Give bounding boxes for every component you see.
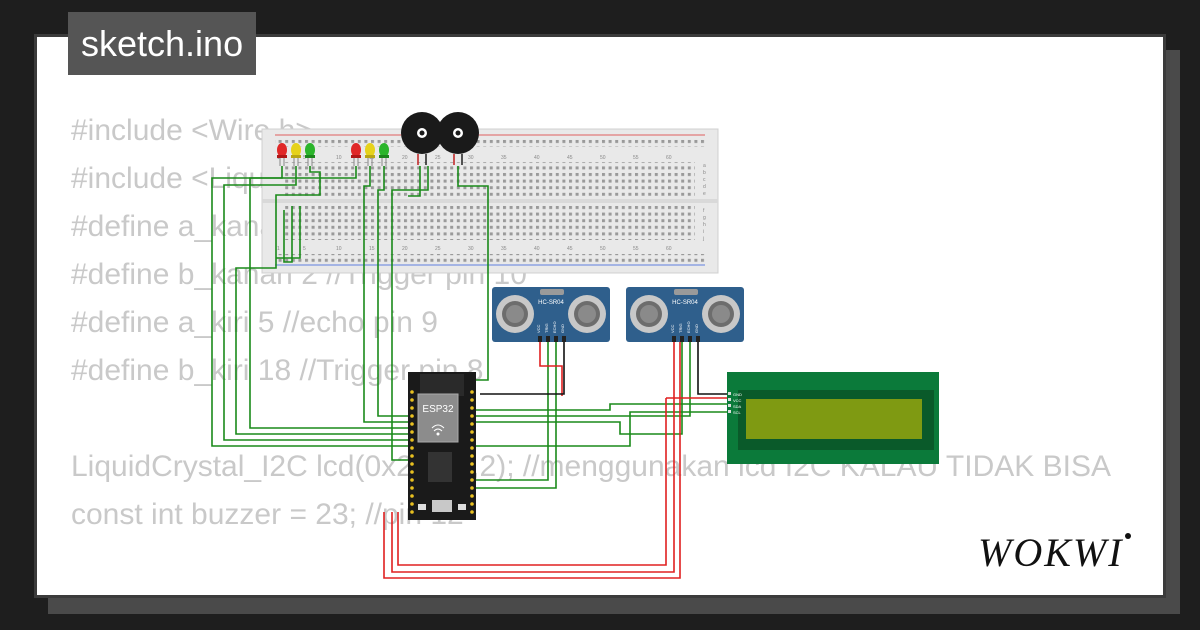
breadboard-col-label: 25 [435, 246, 441, 252]
breadboard-col-label: 20 [402, 246, 408, 252]
breadboard-row-label: f [703, 208, 705, 214]
wokwi-logo: WOKWI [978, 528, 1150, 581]
sensor-pin-label: GND [560, 324, 565, 333]
sensor-pin-label: TRIG [678, 323, 683, 333]
breadboard-col-label: 30 [468, 155, 474, 161]
breadboard-row-label: d [703, 184, 706, 190]
power-wires[interactable] [383, 342, 730, 579]
ultrasonic-sensor-2[interactable]: HC-SR04 VCC TRIG ECHO GND [626, 287, 744, 342]
breadboard-col-label: 35 [501, 246, 507, 252]
breadboard-row-label: j [702, 236, 704, 242]
breadboard-col-label: 50 [600, 155, 606, 161]
breadboard-col-label: 10 [336, 246, 342, 252]
breadboard-col-label: 45 [567, 246, 573, 252]
sensor-label: HC-SR04 [538, 300, 564, 306]
buzzer-left[interactable] [401, 112, 443, 165]
breadboard-col-label: 55 [633, 246, 639, 252]
code-line: #define a_kiri 5 //echo pin 9 [71, 306, 438, 339]
sensor-label: HC-SR04 [672, 300, 698, 306]
sensor-pin-label: GND [694, 324, 699, 333]
wifi-icon [431, 424, 445, 436]
breadboard-row-label: h [703, 222, 706, 228]
lcd-pin-label: GND [733, 392, 742, 397]
sketch-filename-badge: sketch.ino [68, 12, 257, 75]
led-group-left[interactable] [277, 143, 315, 166]
breadboard-col-label: 40 [534, 155, 540, 161]
ultrasonic-sensor-1[interactable]: HC-SR04 VCC TRIG ECHO GND [492, 287, 610, 342]
usb-port [432, 500, 452, 512]
breadboard-row-label: a [703, 163, 706, 169]
breadboard-col-label: 25 [435, 155, 441, 161]
sensor-pin-label: VCC [670, 324, 675, 333]
sensor-pin-label: ECHO [552, 321, 557, 333]
lcd-display[interactable]: GND VCC SDA SCL [727, 372, 939, 464]
breadboard-row-label: g [703, 215, 706, 221]
breadboard-col-label: 55 [633, 155, 639, 161]
breadboard-col-label: 15 [369, 246, 375, 252]
lcd-pin-label: SDA [733, 404, 742, 409]
breadboard-col-label: 20 [402, 155, 408, 161]
lcd-pin-label: VCC [733, 398, 742, 403]
breadboard-col-label: 60 [666, 246, 672, 252]
breadboard-col-label: 45 [567, 155, 573, 161]
breadboard[interactable]: 1 5 10 15 20 25 30 35 40 45 50 55 60 1 5… [261, 128, 719, 274]
led-group-right[interactable] [351, 143, 389, 166]
breadboard-col-label: 10 [336, 155, 342, 161]
breadboard-col-label: 50 [600, 246, 606, 252]
esp32-board[interactable]: ESP32 [408, 372, 476, 520]
breadboard-col-label: 1 [277, 246, 280, 252]
wokwi-logo-icon: WOKWI [978, 530, 1131, 575]
code-line: const int ledkuning = 22; [71, 587, 1111, 595]
lcd-pin-label: SCL [733, 410, 742, 415]
breadboard-col-label: 60 [666, 155, 672, 161]
logo-text: WOKWI [978, 530, 1124, 575]
breadboard-row-label: i [703, 229, 704, 235]
breadboard-col-label: 30 [468, 246, 474, 252]
breadboard-col-label: 5 [303, 155, 306, 161]
breadboard-row-label: c [703, 177, 706, 183]
breadboard-col-label: 5 [303, 246, 306, 252]
buzzer-right[interactable] [437, 112, 479, 165]
breadboard-row-label: e [703, 191, 706, 197]
sensor-pin-label: TRIG [544, 323, 549, 333]
breadboard-row-label: b [703, 170, 706, 176]
sensor-pin-label: ECHO [686, 321, 691, 333]
esp32-label: ESP32 [422, 404, 454, 415]
breadboard-col-label: 40 [534, 246, 540, 252]
code-line: const int buzzer = 23; //pin 12 [71, 498, 464, 531]
breadboard-col-label: 35 [501, 155, 507, 161]
sensor-pin-label: VCC [536, 324, 541, 333]
